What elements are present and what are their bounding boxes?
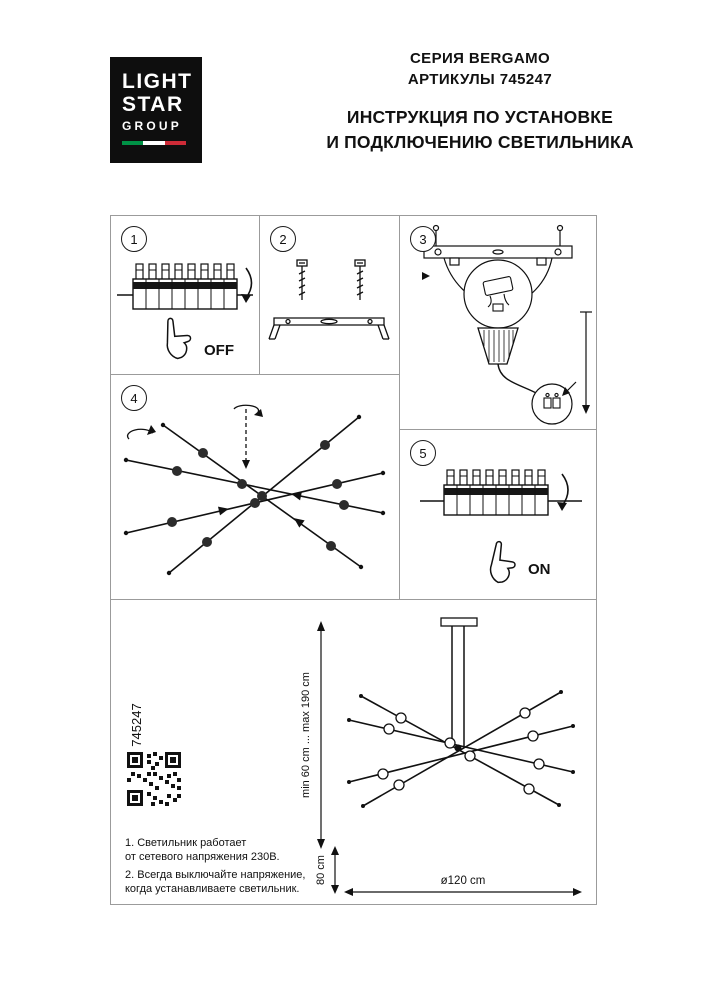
terminal-detail-circle — [531, 383, 573, 425]
fixture-dimensions-illustration: 745247 m — [127, 617, 582, 896]
title-line-2: И ПОДКЛЮЧЕНИЮ СВЕТИЛЬНИКА — [326, 132, 634, 152]
article-label: АРТИКУЛЫ 745247 — [407, 71, 553, 88]
rod-spheres — [377, 707, 545, 795]
body-height-dimension-arrow — [331, 846, 339, 894]
step2-panel: 2 — [259, 215, 400, 375]
pointing-hand-icon — [158, 313, 197, 362]
insert-arrow-icon — [422, 272, 430, 280]
document-header: СЕРИЯ BERGAMO АРТИКУЛЫ 745247 ИНСТРУКЦИЯ… — [315, 48, 645, 155]
pointing-hand-icon — [486, 539, 518, 584]
slide-arrow-icon — [291, 491, 302, 501]
off-label: OFF — [204, 342, 234, 359]
installation-notes: 1. Светильник работает от сетевого напря… — [125, 836, 305, 896]
note-line: 1. Светильник работает — [125, 837, 247, 849]
step5-panel: 5 ON — [399, 429, 597, 600]
step4-panel: 4 — [110, 374, 400, 600]
rotate-arrow-icon — [233, 404, 260, 413]
italian-flag-icon — [122, 141, 186, 145]
step3-panel: 3 — [399, 215, 597, 430]
ceiling-mount-illustration — [422, 224, 592, 425]
logo-line-star: STAR — [122, 93, 184, 116]
detail-magnifier-circle — [463, 259, 533, 329]
qr-code — [127, 752, 181, 806]
mounting-bracket-illustration — [268, 259, 390, 340]
title-line-1: ИНСТРУКЦИЯ ПО УСТАНОВКЕ — [346, 107, 614, 127]
step-1-badge: 1 — [121, 226, 147, 252]
flip-down-arrow-icon — [245, 267, 253, 299]
step-3-badge: 3 — [410, 226, 436, 252]
note-line: 2. Всегда выключайте напряжение, — [125, 869, 306, 881]
slide-arrow-icon — [293, 518, 305, 528]
down-arrow-icon — [242, 460, 250, 469]
diameter-label: ø120 cm — [441, 875, 486, 887]
rod-assembly-illustration — [123, 404, 386, 576]
height-range-label: min 60 cm ... max 190 cm — [300, 672, 312, 798]
step1-panel: 1 OFF — [110, 215, 260, 375]
dimensions-panel: 745247 m — [110, 599, 597, 905]
screw-icon — [354, 259, 366, 300]
step-4-badge: 4 — [121, 385, 147, 411]
note-line: когда устанавливаете светильник. — [125, 883, 300, 895]
power-cable — [497, 363, 539, 395]
breaker-off-illustration: OFF — [117, 263, 253, 362]
screw-icon — [296, 259, 308, 300]
step-2-badge: 2 — [270, 226, 296, 252]
height-dimension-arrow — [317, 621, 325, 849]
ceiling-bracket-icon — [268, 317, 390, 340]
body-height-label: 80 cm — [315, 855, 327, 885]
step-5-badge: 5 — [410, 440, 436, 466]
note-line: от сетевого напряжения 230В. — [125, 851, 280, 863]
series-label: СЕРИЯ BERGAMO — [409, 50, 551, 67]
logo-line-group: GROUP — [122, 119, 183, 133]
diameter-dimension-arrow — [344, 888, 582, 896]
logo-line-light: LIGHT — [122, 70, 193, 93]
canopy-cone-icon — [477, 327, 519, 365]
slide-arrow-icon — [217, 506, 229, 516]
article-number-vertical: 745247 — [129, 703, 144, 746]
chandelier-drawing — [347, 617, 575, 808]
lightstar-logo: LIGHT STAR GROUP — [110, 57, 202, 163]
breaker-on-illustration: ON — [420, 469, 582, 584]
rod-spheres — [167, 440, 349, 551]
on-label: ON — [528, 561, 551, 578]
